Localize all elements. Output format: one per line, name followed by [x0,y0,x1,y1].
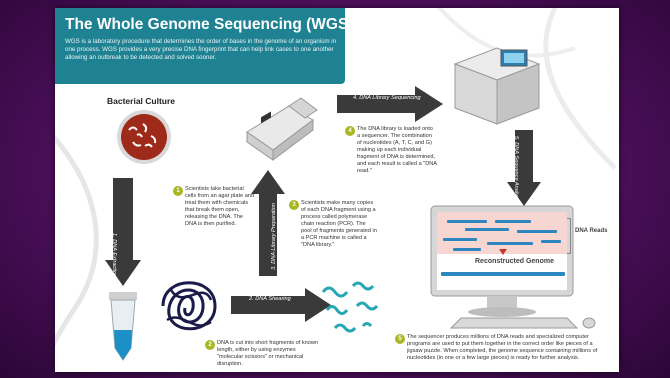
dna-fragments-icon [321,281,379,333]
step-1-description: Scientists take bacterial cells from an … [185,186,255,227]
dna-read-bar [453,248,481,251]
step-4-arrow [337,86,443,122]
reconstructed-genome-label: Reconstructed Genome [475,258,554,265]
step-5-badge: 5 [395,334,405,344]
genome-bar [441,272,565,276]
dna-read-bar [465,228,509,231]
step-3-label: 3. DNA Library Preparation [271,203,277,270]
step-3-description: Scientists make many copies of each DNA … [301,200,377,248]
step-1-arrow [105,178,141,286]
step-3-badge: 3 [289,200,299,210]
infographic-slide: The Whole Genome Sequencing (WGS) Proces… [55,8,619,372]
pcr-machine-icon [246,97,318,161]
step-5-label: 5. DNA Sequence Analysis [513,136,519,203]
step-2-arrow [231,288,331,322]
dna-read-bar [541,240,561,243]
step-2-description: DNA is cut into short fragments of known… [217,340,319,367]
page-subtitle: WGS is a laboratory procedure that deter… [65,38,337,61]
header-panel: The Whole Genome Sequencing (WGS) Proces… [55,8,418,84]
dna-read-bar [517,230,557,233]
page-title: The Whole Genome Sequencing (WGS) Proces… [65,16,419,33]
step-4-label: 4. DNA Library Sequencing [353,95,421,101]
step-4-badge: 4 [345,126,355,136]
step-5-description: The sequencer produces millions of DNA r… [407,334,598,361]
step-3-arrow [251,170,285,276]
bacterial-culture-title: Bacterial Culture [107,96,176,106]
test-tube-icon [109,292,137,361]
dna-reads-bracket [567,218,571,254]
step-1-badge: 1 [173,186,183,196]
tangled-dna-icon [161,281,217,331]
step-2-badge: 2 [205,340,215,350]
dna-read-bar [487,242,533,245]
sequencer-icon [453,47,541,125]
dna-read-bar [447,220,487,223]
dna-read-bar [443,238,477,241]
keyboard-mouse-icon [449,317,596,329]
petri-dish-icon [117,110,171,164]
dna-read-bar [495,220,531,223]
step-5-arrow [507,130,541,206]
step-4-description: The DNA library is loaded onto a sequenc… [357,126,437,174]
step-1-label: 1. DNA Extraction [111,233,117,278]
step-2-label: 2. DNA Shearing [249,296,291,302]
dna-reads-label: DNA Reads [575,228,608,234]
down-arrow-icon [499,249,507,255]
